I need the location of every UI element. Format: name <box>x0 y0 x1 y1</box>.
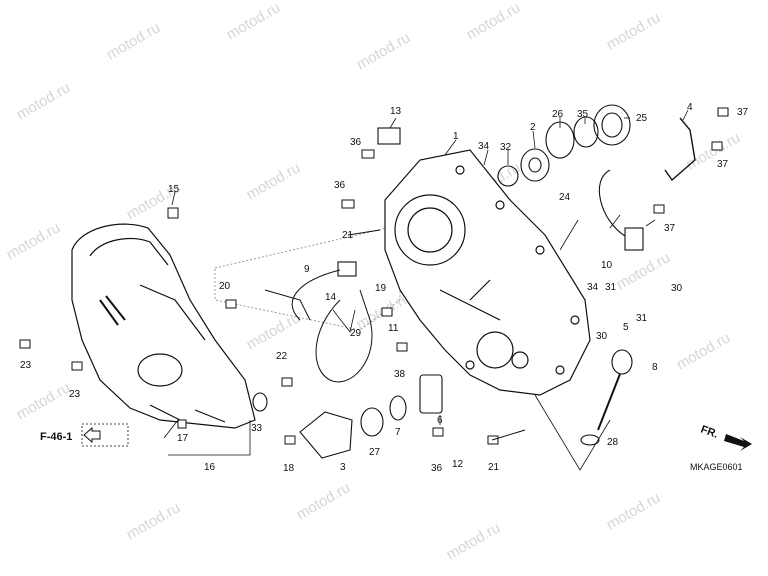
callout-35: 35 <box>577 109 589 120</box>
callout-4: 4 <box>687 102 693 113</box>
callout-25: 25 <box>636 113 648 124</box>
dipstick-cap <box>611 349 633 375</box>
callout-32: 32 <box>500 142 512 153</box>
callout-14: 14 <box>325 292 337 303</box>
sensor <box>337 261 357 277</box>
callout-21: 21 <box>488 462 500 473</box>
callout-36: 36 <box>431 463 443 474</box>
small-parts <box>252 104 696 459</box>
front-arrow-icon <box>724 434 752 451</box>
callout-36: 36 <box>350 137 362 148</box>
callout-34: 34 <box>587 282 599 293</box>
callout-26: 26 <box>552 109 564 120</box>
watermark: motod.ru <box>14 79 74 123</box>
watermark: motod.ru <box>224 0 284 43</box>
callout-36: 36 <box>334 180 346 191</box>
watermark: motod.ru <box>674 329 734 373</box>
seal-ring <box>573 116 599 148</box>
watermark: motod.ru <box>104 19 164 63</box>
watermark: motod.ru <box>294 479 354 523</box>
callout-12: 12 <box>452 459 464 470</box>
gear <box>520 148 550 182</box>
sensor <box>377 127 401 145</box>
watermark: motod.ru <box>14 379 74 423</box>
callout-2: 2 <box>530 122 536 133</box>
arrow-left-icon <box>83 426 101 444</box>
watermark: motod.ru <box>444 519 504 563</box>
reference-box: F-46-1 <box>40 423 129 447</box>
watermark: motod.ru <box>604 9 664 53</box>
callout-31: 31 <box>605 282 617 293</box>
oil-filter <box>419 374 443 414</box>
cover-plate <box>299 411 353 459</box>
wire-harness <box>264 269 373 383</box>
callout-18: 18 <box>283 463 295 474</box>
callout-30: 30 <box>596 331 608 342</box>
callout-23: 23 <box>20 360 32 371</box>
callout-10: 10 <box>601 260 613 271</box>
bolts <box>19 107 729 445</box>
callout-3: 3 <box>340 462 346 473</box>
callout-20: 20 <box>219 281 231 292</box>
callout-9: 9 <box>304 264 310 275</box>
front-marker: FR. <box>699 424 752 451</box>
watermark: motod.ru <box>604 489 664 533</box>
callout-5: 5 <box>623 322 629 333</box>
diagram-code: MKAGE0601 <box>690 462 743 472</box>
o-ring <box>360 407 384 437</box>
reference-label: F-46-1 <box>40 431 72 443</box>
callout-24: 24 <box>559 192 571 203</box>
leader-lines <box>163 109 689 471</box>
callout-27: 27 <box>369 447 381 458</box>
watermark: motod.ru <box>244 309 304 353</box>
callout-7: 7 <box>395 427 401 438</box>
callout-15: 15 <box>168 184 180 195</box>
callout-37: 37 <box>737 107 749 118</box>
callout-8: 8 <box>652 362 658 373</box>
callout-6: 6 <box>437 415 443 426</box>
callouts: 1 2 3 4 5 6 7 8 9 10 11 12 13 14 15 16 1… <box>20 102 749 474</box>
callout-23: 23 <box>69 389 81 400</box>
callout-29: 29 <box>350 328 362 339</box>
callout-28: 28 <box>607 437 619 448</box>
callout-21: 21 <box>342 230 354 241</box>
watermark: motod.ru <box>684 129 744 173</box>
callout-34: 34 <box>478 141 490 152</box>
watermark: motod.ru <box>464 0 524 43</box>
watermark: motod.ru <box>4 219 64 263</box>
callout-22: 22 <box>276 351 288 362</box>
right-crankcase-cover <box>384 149 591 396</box>
sensor <box>624 227 644 251</box>
callout-17: 17 <box>177 433 189 444</box>
callout-31: 31 <box>636 313 648 324</box>
watermark: motod.ru <box>354 29 414 73</box>
callout-13: 13 <box>390 106 402 117</box>
callout-16: 16 <box>204 462 216 473</box>
callout-33: 33 <box>251 423 263 434</box>
watermark: motod.ru <box>244 159 304 203</box>
gasket <box>214 224 401 331</box>
callout-38: 38 <box>394 369 406 380</box>
oil-screen <box>389 395 407 421</box>
callout-37: 37 <box>664 223 676 234</box>
watermark: motod.ru <box>614 249 674 293</box>
callout-37: 37 <box>717 159 729 170</box>
watermark: motod.ru <box>124 499 184 543</box>
callout-11: 11 <box>388 323 399 334</box>
callout-1: 1 <box>453 131 459 142</box>
bearing <box>593 104 631 146</box>
callout-30: 30 <box>671 283 683 294</box>
left-crankcase-cover <box>71 223 256 429</box>
front-label: FR. <box>699 424 720 441</box>
callout-19: 19 <box>375 283 387 294</box>
